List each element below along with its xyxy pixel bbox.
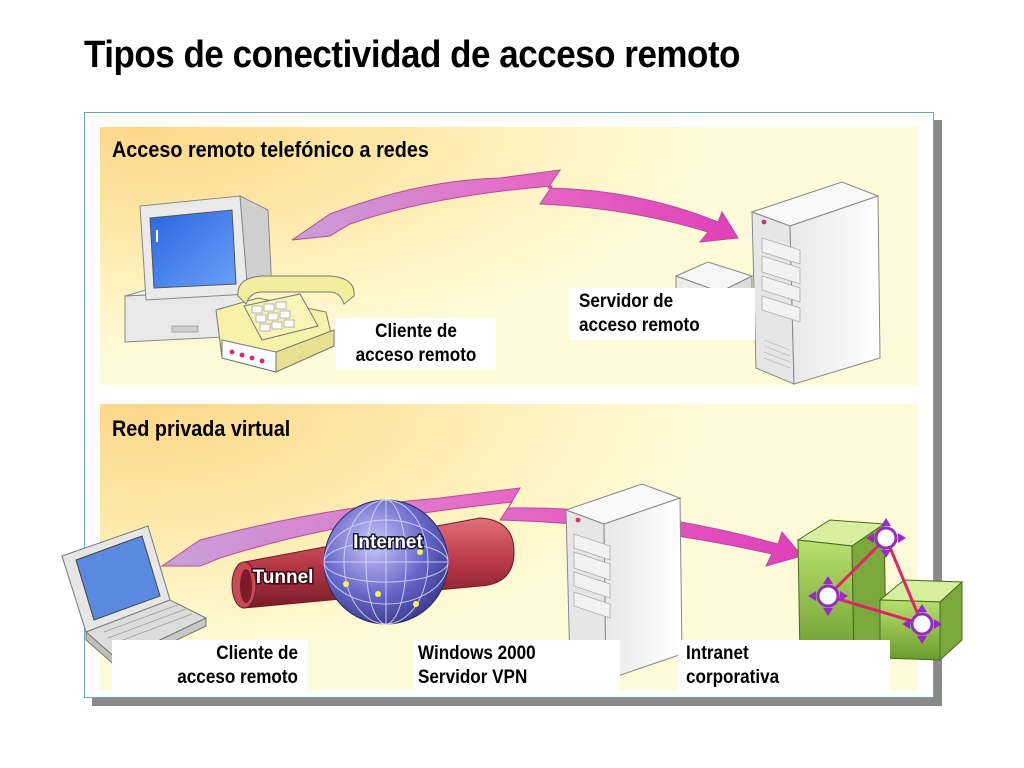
intranet-network-icon <box>796 518 964 663</box>
dialup-arrow <box>291 169 739 243</box>
vpn-section-title: Red privada virtual <box>112 416 291 441</box>
desktop-computer-icon <box>124 195 273 343</box>
tunnel-label: Tunnel <box>253 567 314 588</box>
dialup-server-label: Servidor de acceso remoto <box>569 288 755 340</box>
page-title: Tipos de conectividad de acceso remoto <box>84 34 741 76</box>
dialup-section-title: Acceso remoto telefónico a redes <box>112 137 429 162</box>
telephone-icon <box>215 275 355 373</box>
internet-globe-icon <box>323 499 449 625</box>
internet-label: Internet <box>353 532 423 553</box>
intranet-label: Intranet corporativa <box>678 640 890 694</box>
vpn-server-label: Windows 2000 Servidor VPN <box>414 640 620 694</box>
server-tower-icon <box>750 181 881 385</box>
vpn-server-tower-icon <box>564 483 683 681</box>
dialup-client-label: Cliente de acceso remoto <box>336 318 496 370</box>
vpn-client-label: Cliente de acceso remoto <box>112 640 308 694</box>
